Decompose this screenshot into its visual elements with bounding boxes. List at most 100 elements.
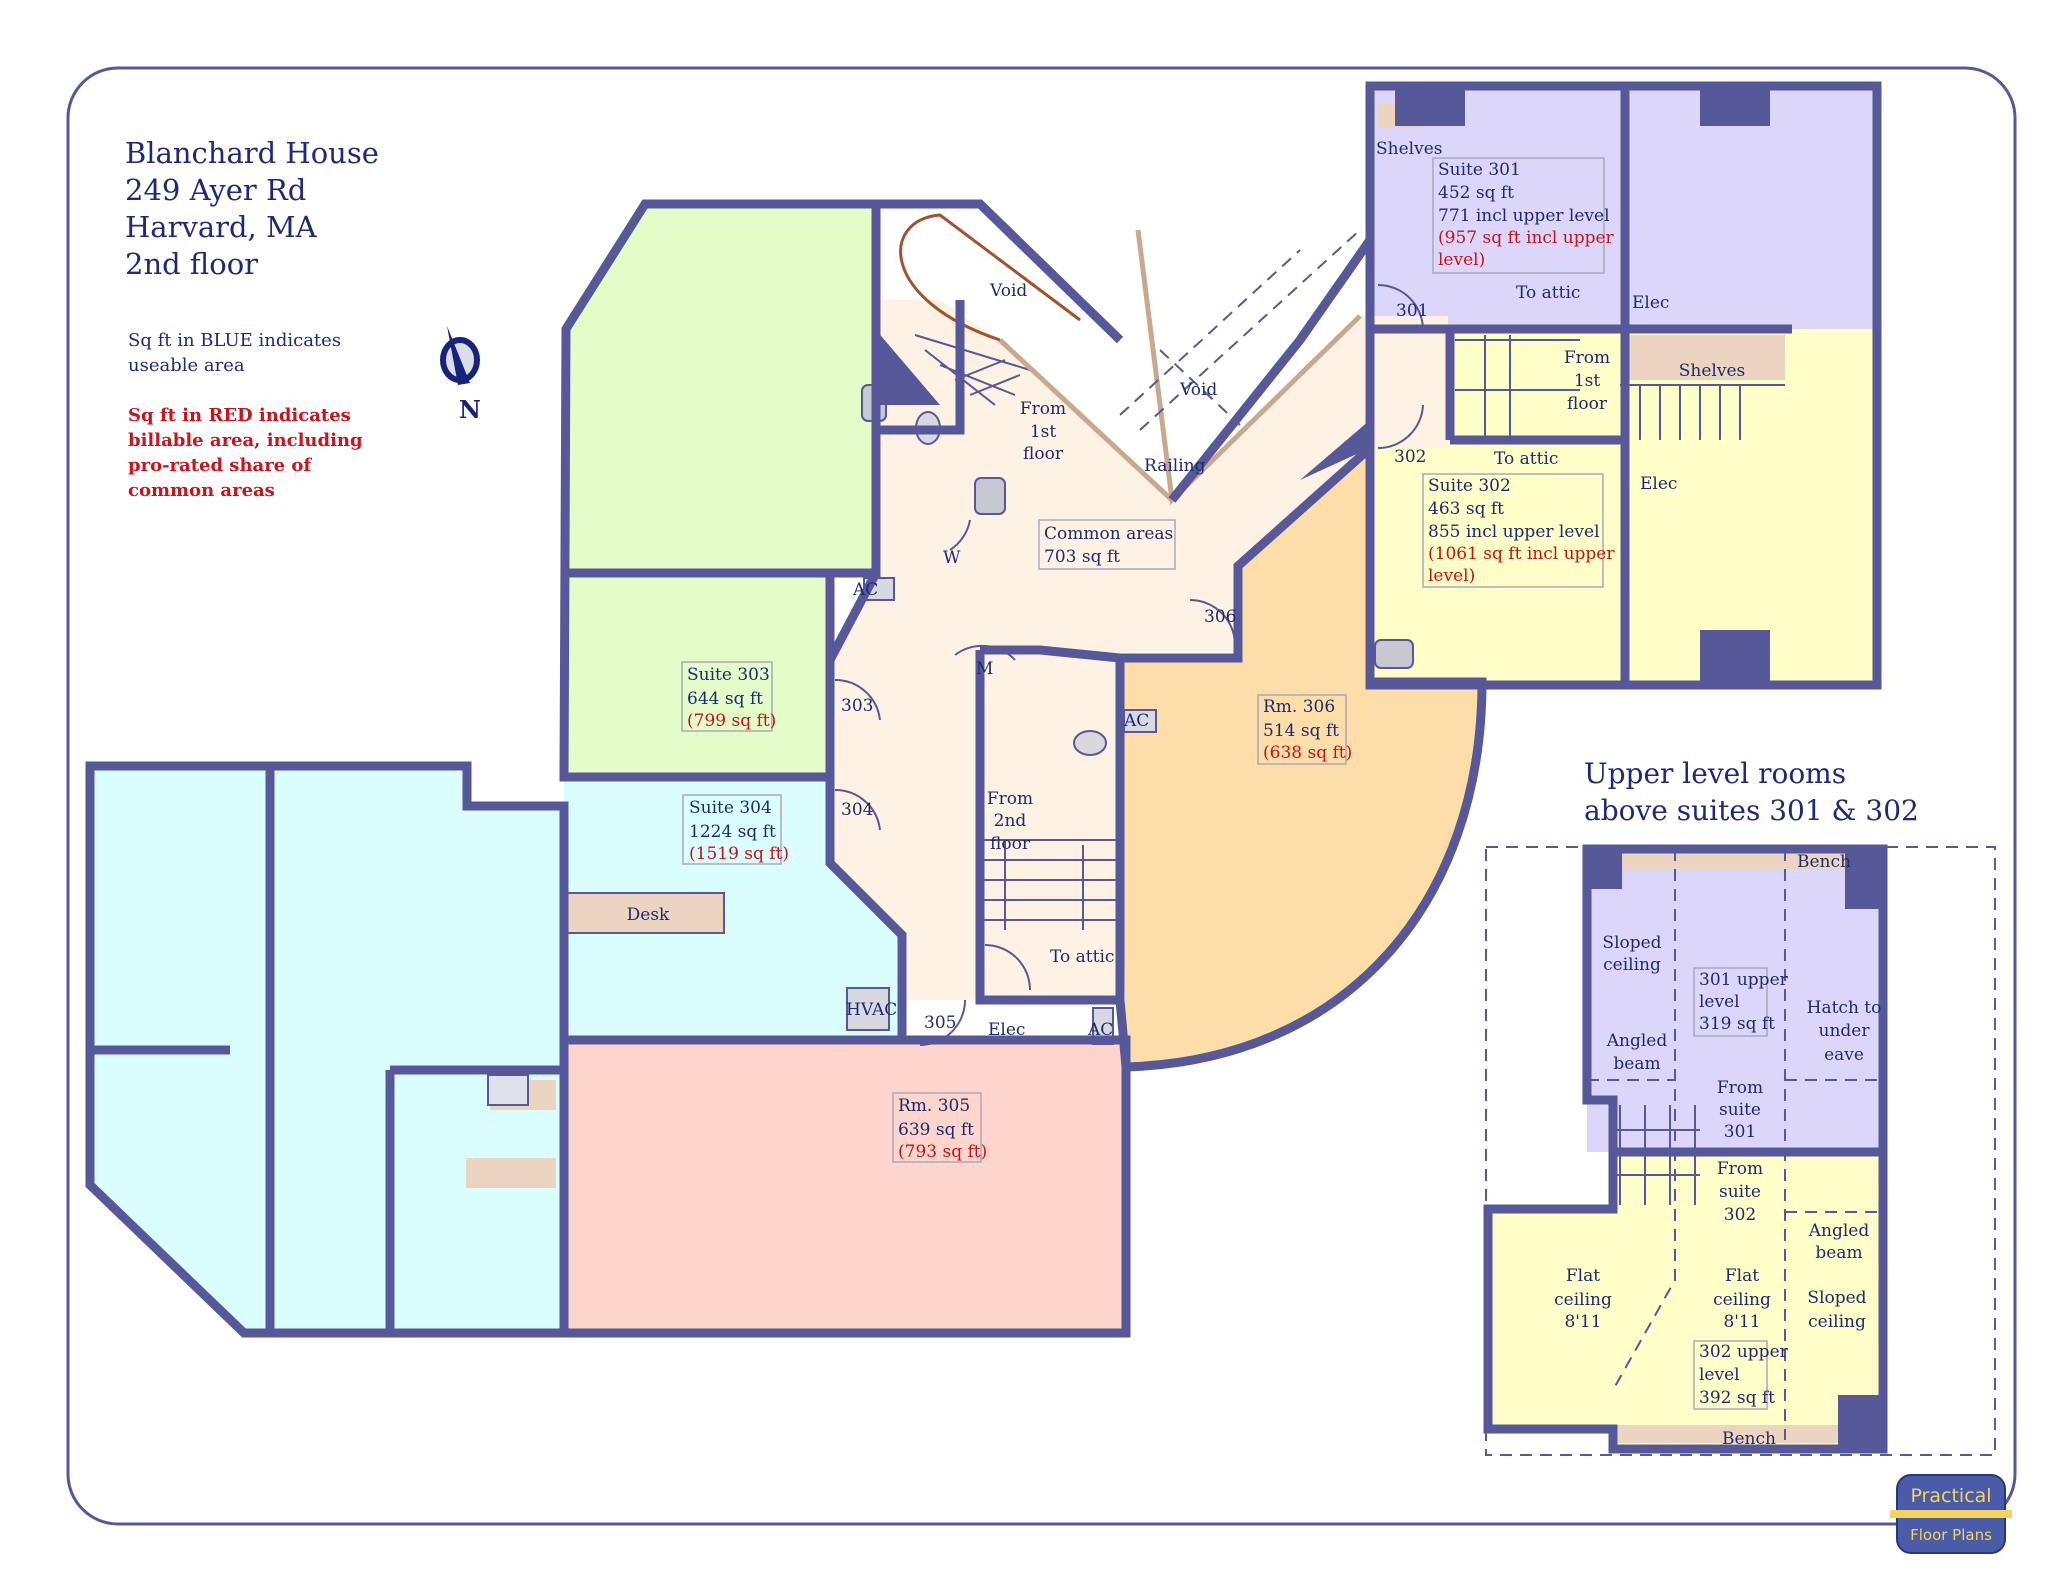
shelves: [1625, 335, 1785, 380]
room-area: 703 sq ft: [1044, 547, 1120, 567]
stove-icon: [487, 1074, 529, 1106]
room-area: 1224 sq ft: [689, 822, 776, 842]
rm-306-area: [1120, 448, 1482, 1067]
door-label: 301: [1396, 301, 1428, 321]
room-billable: (799 sq ft): [687, 711, 776, 731]
stair-label: floor: [990, 834, 1031, 854]
room-name: Suite 301: [1438, 160, 1521, 180]
shelves-label: Shelves: [1376, 139, 1442, 159]
suite-301-label: Suite 301 452 sq ft 771 incl upper level…: [1432, 157, 1615, 274]
stair-label: 2nd: [994, 811, 1027, 831]
door-label: 302: [1394, 447, 1426, 467]
upper-302-label: 392 sq ft: [1699, 1388, 1775, 1408]
rm-305-label: Rm. 305 639 sq ft (793 sq ft): [892, 1092, 987, 1163]
stair-label: floor: [1023, 444, 1064, 464]
ceiling-label: Flat: [1566, 1266, 1600, 1286]
room-billable: level): [1438, 250, 1485, 270]
beam-label: Angled: [1808, 1221, 1870, 1241]
legend-blue-line: Sq ft in BLUE indicates: [128, 330, 341, 351]
bench-label: Bench: [1722, 1429, 1776, 1449]
logo-text: Practical: [1910, 1485, 1991, 1507]
room-name: Rm. 306: [1263, 697, 1335, 717]
stair-label: From: [1717, 1078, 1763, 1098]
shelves-label: Shelves: [1679, 361, 1745, 381]
stair-label: 1st: [1574, 371, 1601, 391]
ac-label: AC: [1087, 1020, 1113, 1040]
ceiling-label: Sloped: [1807, 1288, 1866, 1308]
inset-title: above suites 301 & 302: [1584, 794, 1919, 827]
suite-303-label: Suite 303 644 sq ft (799 sq ft): [681, 661, 776, 732]
upper-302-label: 302 upper: [1699, 1342, 1789, 1362]
to-attic-label: To attic: [1516, 283, 1580, 303]
rm-306-label: Rm. 306 514 sq ft (638 sq ft): [1257, 694, 1352, 765]
suite-304-label: Suite 304 1224 sq ft (1519 sq ft): [682, 794, 789, 865]
legend-red-line: common areas: [128, 480, 275, 501]
ceiling-label: ceiling: [1713, 1290, 1771, 1310]
void-outline: [1119, 229, 1361, 431]
room-billable: (1519 sq ft): [689, 844, 789, 864]
legend-red-line: billable area, including: [128, 430, 363, 451]
north-arrow-icon: N: [440, 326, 481, 424]
stair-label: floor: [1567, 394, 1608, 414]
north-label: N: [459, 395, 481, 424]
void-label: Void: [989, 281, 1027, 301]
mens-restroom-label: M: [976, 659, 993, 679]
stair-label: From: [1564, 348, 1610, 368]
toilet-icon: [1073, 730, 1107, 756]
door-label: 304: [841, 800, 873, 820]
upper-301-label: level: [1699, 992, 1740, 1012]
stair-label: From: [1020, 399, 1066, 419]
legend-red-line: Sq ft in RED indicates: [128, 405, 351, 426]
stair-label: 301: [1724, 1122, 1756, 1142]
room-billable: (638 sq ft): [1263, 743, 1352, 763]
title-line: 2nd floor: [125, 247, 258, 281]
ceiling-label: ceiling: [1808, 1312, 1866, 1332]
room-area: 644 sq ft: [687, 689, 763, 709]
doors: [834, 284, 1424, 1046]
door-label: 305: [924, 1013, 956, 1033]
ac-label: AC: [852, 580, 878, 600]
logo-text: Floor Plans: [1910, 1526, 1992, 1544]
room-name: Suite 304: [689, 798, 772, 818]
ceiling-label: Flat: [1725, 1266, 1759, 1286]
room-billable: (957 sq ft incl upper: [1438, 228, 1615, 248]
elec-label: Elec: [1632, 293, 1669, 313]
hatch-label: Hatch to: [1807, 998, 1882, 1018]
legend-red-line: pro-rated share of: [128, 455, 312, 476]
stair-label: suite: [1719, 1100, 1761, 1120]
elec-label: Elec: [1640, 474, 1677, 494]
sink-icon: [974, 477, 1006, 515]
ceiling-label: Sloped: [1602, 933, 1661, 953]
to-attic-label: To attic: [1050, 947, 1114, 967]
rm-305-area: [564, 1040, 1126, 1333]
ceiling-label: ceiling: [1554, 1290, 1612, 1310]
void-label: Void: [1179, 380, 1217, 400]
stair-label: From: [987, 789, 1033, 809]
room-name: Suite 303: [687, 665, 770, 685]
hvac-label: HVAC: [846, 1000, 897, 1020]
upper-301-label: 301 upper: [1699, 970, 1789, 990]
upper-level-inset: Upper level rooms above suites 301 & 302…: [1483, 757, 1996, 1456]
room-area-incl: 771 incl upper level: [1438, 206, 1610, 226]
hatch-label: under: [1819, 1021, 1871, 1041]
room-name: Suite 302: [1428, 476, 1511, 496]
beam-label: beam: [1613, 1054, 1660, 1074]
desk-label: Desk: [627, 905, 670, 925]
room-name: Common areas: [1044, 524, 1173, 544]
room-name: Rm. 305: [898, 1096, 970, 1116]
stair-label: suite: [1719, 1182, 1761, 1202]
room-area: 463 sq ft: [1428, 499, 1504, 519]
to-attic-label: To attic: [1494, 449, 1558, 469]
elec-label: Elec: [988, 1020, 1025, 1040]
title-line: 249 Ayer Rd: [125, 173, 306, 207]
beam-label: beam: [1815, 1243, 1862, 1263]
hatch-label: eave: [1824, 1045, 1864, 1065]
room-area: 452 sq ft: [1438, 183, 1514, 203]
practical-floor-plans-logo: Practical Floor Plans: [1890, 1474, 2012, 1554]
door-label: 306: [1204, 607, 1236, 627]
upper-302-label: level: [1699, 1365, 1740, 1385]
beam-label: Angled: [1606, 1031, 1668, 1051]
suite-302-label: Suite 302 463 sq ft 855 incl upper level…: [1422, 473, 1615, 588]
legend: Sq ft in BLUE indicates useable area Sq …: [128, 330, 363, 501]
stairs: [914, 334, 1785, 930]
